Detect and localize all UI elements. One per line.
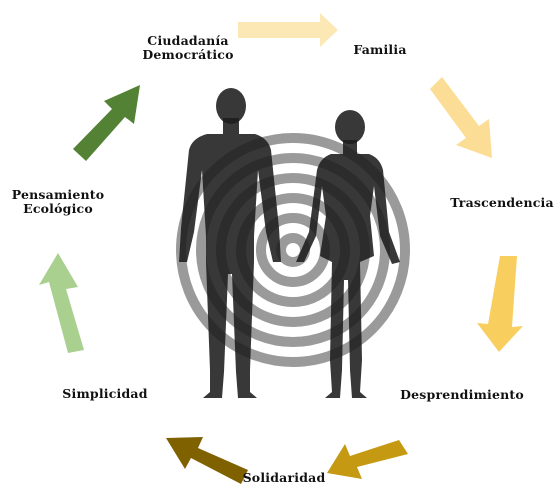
node-label-desprendimiento: Desprendimiento <box>392 388 532 402</box>
man-and-woman-silhouette-with-spiral-icon <box>179 88 405 398</box>
node-label-trascendencia: Trascendencia <box>448 196 556 210</box>
node-label-solidaridad: Solidaridad <box>236 471 332 485</box>
node-label-pensamiento: Pensamiento Ecológico <box>4 188 112 216</box>
arrow-ciudadania-to-familia <box>238 13 338 47</box>
node-label-simplicidad: Simplicidad <box>52 387 158 401</box>
node-label-familia: Familia <box>340 43 420 57</box>
arrow-simplicidad-to-pensamiento <box>39 253 84 353</box>
arrow-familia-to-trascendencia <box>430 77 492 158</box>
arrow-trascendencia-to-desprendimiento <box>477 256 523 352</box>
node-label-ciudadania: Ciudadanía Democrático <box>128 34 248 62</box>
arrow-desprendimiento-to-solidaridad <box>327 440 408 479</box>
arrow-pensamiento-to-ciudadania <box>73 85 140 161</box>
